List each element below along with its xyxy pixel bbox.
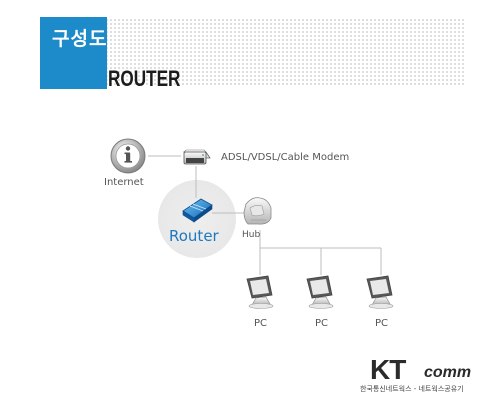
page-title-korean: 구성도 xyxy=(52,28,108,50)
kt-logo-text: KT xyxy=(370,354,406,385)
hub-icon xyxy=(243,197,272,225)
dot-pattern-background xyxy=(105,18,465,86)
pc-monitor-icon xyxy=(246,275,274,309)
modem-label: ADSL/VDSL/Cable Modem xyxy=(221,152,350,163)
pc-label: PC xyxy=(254,318,268,329)
router-label: Router xyxy=(169,227,219,245)
title-accent-block xyxy=(40,17,107,89)
pc-label: PC xyxy=(375,318,389,329)
page-title-english: ROUTER xyxy=(108,66,181,91)
info-globe-icon xyxy=(110,138,146,174)
pc-monitor-icon xyxy=(306,275,334,309)
company-subtitle: 한국통신네트웍스 - 네트웍스공유기 xyxy=(360,385,464,393)
comm-logo-text: comm xyxy=(424,364,472,381)
router-icon xyxy=(182,198,213,223)
internet-label: Internet xyxy=(104,177,144,188)
pc-label: PC xyxy=(315,318,329,329)
connection-lines xyxy=(148,155,382,275)
hub-label: Hub xyxy=(242,230,261,240)
modem-icon xyxy=(183,149,211,165)
pc-monitor-icon xyxy=(366,275,394,309)
